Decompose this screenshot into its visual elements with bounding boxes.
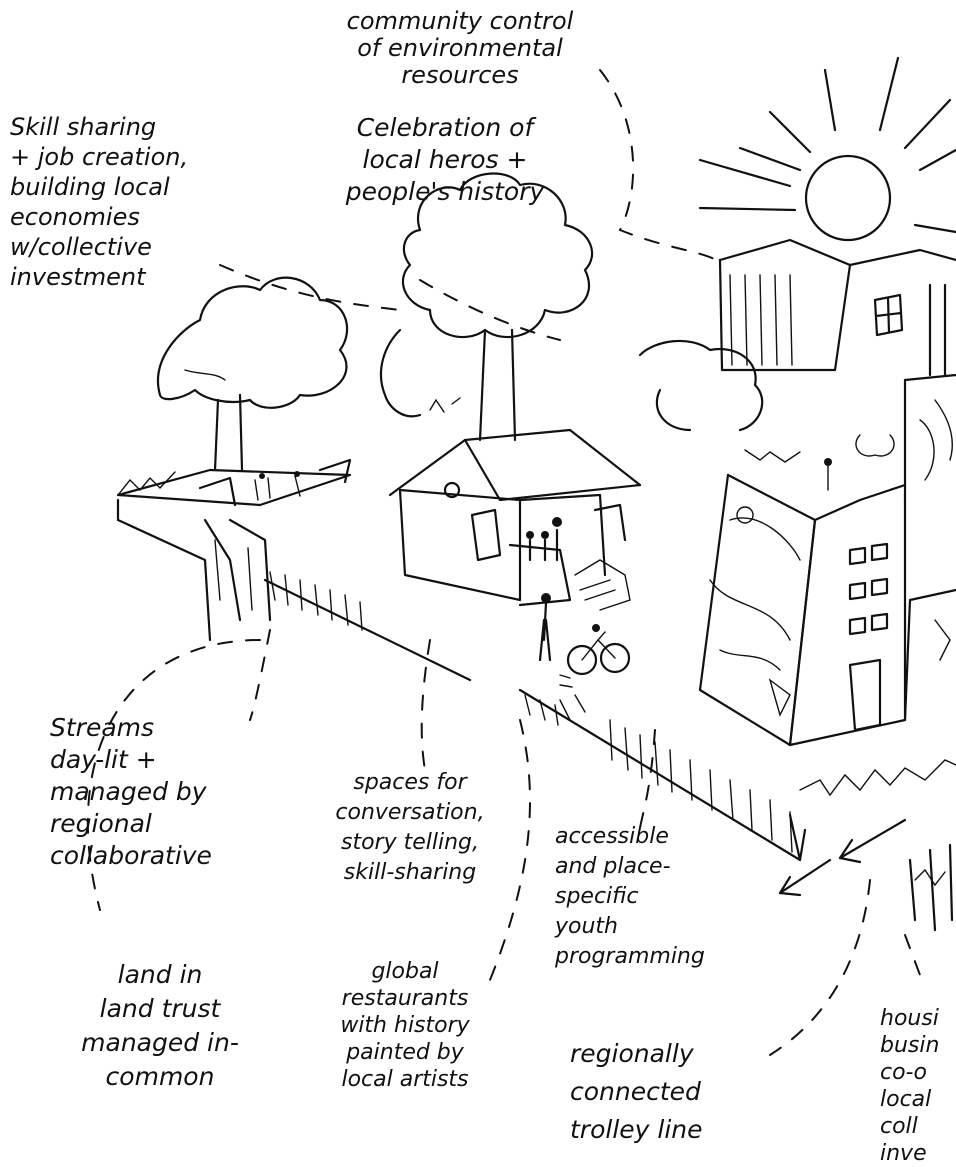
label-streams: Streams day-lit + managed by regional co… xyxy=(50,713,212,870)
callout-lines xyxy=(86,69,921,1056)
label-spaces: spaces for conversation, story telling, … xyxy=(335,770,485,885)
label-housing-partial: housi busin co-o local coll inve xyxy=(880,1006,940,1166)
house xyxy=(388,428,642,611)
bicycle-icon xyxy=(566,624,631,676)
label-youth: accessible and place- specific youth pro… xyxy=(555,824,705,969)
edge-building xyxy=(903,588,956,932)
label-trolley: regionally connected trolley line xyxy=(570,1039,703,1144)
arrow-icon xyxy=(778,818,907,897)
label-skill-sharing: Skill sharing + job creation, building l… xyxy=(10,113,189,291)
tall-building xyxy=(718,238,956,502)
tree-left xyxy=(157,276,349,472)
grass-line xyxy=(799,759,956,797)
path-marks xyxy=(559,674,573,688)
tree-center xyxy=(380,172,594,442)
label-restaurants: global restaurants with history painted … xyxy=(340,959,470,1092)
label-land-trust: land in land trust managed in- common xyxy=(81,960,239,1091)
sun-icon xyxy=(698,56,956,242)
label-community-control: community control of environmental resou… xyxy=(346,7,574,89)
street-fence xyxy=(263,571,807,862)
garden-bed xyxy=(116,458,352,507)
stream-cliff xyxy=(116,498,272,642)
label-celebration: Celebration of local heros + people's hi… xyxy=(345,113,545,206)
mural-building xyxy=(698,434,907,747)
sidewalk-marks xyxy=(559,694,586,721)
tree-right xyxy=(638,339,764,432)
person-walking xyxy=(538,593,552,662)
